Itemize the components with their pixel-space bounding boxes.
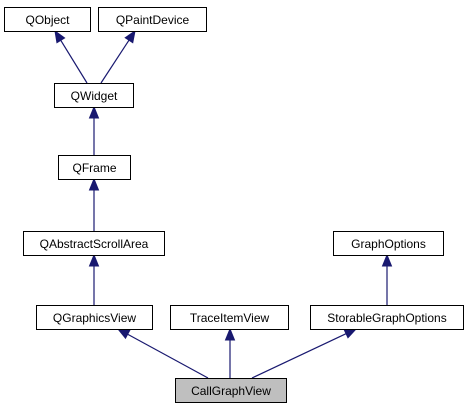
class-node-qpaintdevice[interactable]: QPaintDevice	[98, 7, 207, 32]
class-node-label: CallGraphView	[191, 384, 271, 398]
inheritance-edge-callgraphview-to-qgraphicsview	[116, 328, 209, 379]
class-node-box	[58, 155, 131, 180]
class-node-qabstractscrollarea[interactable]: QAbstractScrollArea	[23, 231, 165, 256]
class-node-label: TraceItemView	[190, 311, 270, 325]
class-node-label: QFrame	[72, 161, 116, 175]
class-node-qwidget[interactable]: QWidget	[54, 83, 134, 108]
class-node-label: QPaintDevice	[116, 13, 190, 27]
class-node-label: StorableGraphOptions	[327, 311, 446, 325]
class-node-box	[333, 231, 444, 256]
arrowhead-icon	[343, 328, 358, 339]
class-node-label: GraphOptions	[351, 237, 426, 251]
class-node-label: QAbstractScrollArea	[40, 237, 149, 251]
arrowhead-icon	[124, 29, 136, 44]
arrowhead-icon	[381, 253, 393, 267]
class-node-label: QWidget	[71, 89, 118, 103]
class-node-qframe[interactable]: QFrame	[58, 155, 131, 180]
class-node-box	[310, 305, 464, 330]
class-node-box	[36, 305, 153, 330]
inheritance-edge-qgraphicsview-to-qabstractscrollarea	[88, 253, 100, 305]
arrowhead-icon	[88, 177, 100, 191]
inheritance-edge-qframe-to-qwidget	[88, 105, 100, 155]
class-node-qgraphicsview[interactable]: QGraphicsView	[36, 305, 153, 330]
inheritance-edge-qwidget-to-qobject	[54, 29, 88, 84]
arrowhead-icon	[116, 328, 131, 340]
class-node-storablegraphoptions[interactable]: StorableGraphOptions	[310, 305, 464, 330]
class-node-graphoptions[interactable]: GraphOptions	[333, 231, 444, 256]
arrowhead-icon	[54, 29, 66, 44]
class-node-qobject[interactable]: QObject	[4, 7, 91, 32]
class-node-label: QObject	[25, 13, 70, 27]
arrowhead-icon	[88, 253, 100, 267]
class-node-box	[4, 7, 91, 32]
class-node-box	[98, 7, 207, 32]
edges-layer	[54, 29, 393, 379]
edge-line	[60, 40, 88, 84]
inheritance-edge-qwidget-to-qpaintdevice	[100, 29, 136, 84]
inheritance-edge-callgraphview-to-storablegraphoptions	[251, 328, 358, 379]
arrowhead-icon	[224, 327, 236, 341]
inheritance-edge-qabstractscrollarea-to-qframe	[88, 177, 100, 231]
edge-line	[100, 39, 130, 84]
class-node-label: QGraphicsView	[53, 311, 136, 325]
arrowhead-icon	[88, 105, 100, 119]
class-node-callgraphview[interactable]: CallGraphView	[175, 378, 287, 403]
class-node-box	[170, 305, 289, 330]
class-node-box	[175, 378, 287, 403]
class-node-box	[23, 231, 165, 256]
inheritance-edge-storablegraphoptions-to-graphoptions	[381, 253, 393, 305]
edge-line	[251, 333, 347, 379]
class-node-traceitemview[interactable]: TraceItemView	[170, 305, 289, 330]
nodes-layer: QObject QPaintDeviceQWidgetQFrameQAbstrac…	[4, 7, 464, 403]
inheritance-edge-callgraphview-to-traceitemview	[224, 327, 236, 378]
class-node-box	[54, 83, 134, 108]
edge-line	[127, 333, 209, 379]
